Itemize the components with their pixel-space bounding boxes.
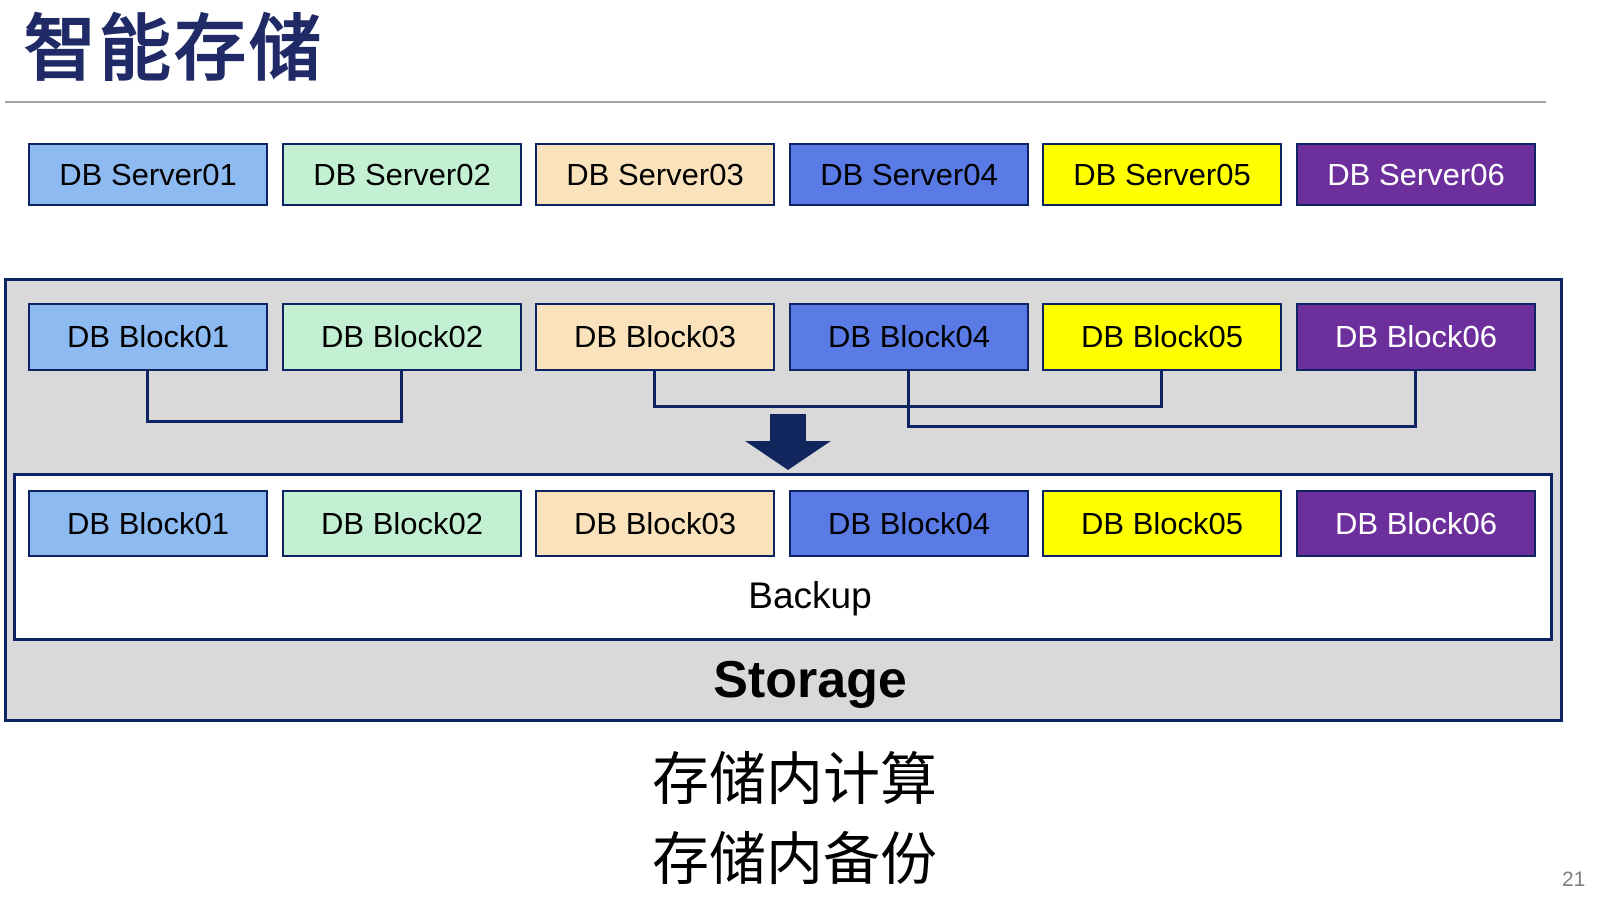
block-bottom-01: DB Block01 bbox=[28, 490, 268, 557]
block-bottom-03: DB Block03 bbox=[535, 490, 775, 557]
server-box-02: DB Server02 bbox=[282, 143, 522, 206]
connector-block04-down bbox=[907, 371, 910, 428]
caption-text: 存储内计算 存储内备份 bbox=[652, 740, 937, 900]
connector-block03-down bbox=[653, 371, 656, 408]
down-arrow-icon bbox=[745, 414, 831, 470]
connector-block01-block02 bbox=[146, 420, 403, 423]
server-box-01: DB Server01 bbox=[28, 143, 268, 206]
connector-block06-down bbox=[1414, 371, 1417, 428]
title-divider bbox=[5, 101, 1546, 103]
block-top-01: DB Block01 bbox=[28, 303, 268, 371]
storage-label: Storage bbox=[713, 651, 907, 709]
connector-block04-block06 bbox=[907, 425, 1417, 428]
page-number: 21 bbox=[1562, 868, 1586, 891]
block-top-05: DB Block05 bbox=[1042, 303, 1282, 371]
server-box-05: DB Server05 bbox=[1042, 143, 1282, 206]
block-bottom-06: DB Block06 bbox=[1296, 490, 1536, 557]
server-box-06: DB Server06 bbox=[1296, 143, 1536, 206]
backup-label: Backup bbox=[748, 575, 872, 616]
server-box-03: DB Server03 bbox=[535, 143, 775, 206]
block-top-04: DB Block04 bbox=[789, 303, 1029, 371]
block-top-06: DB Block06 bbox=[1296, 303, 1536, 371]
block-bottom-02: DB Block02 bbox=[282, 490, 522, 557]
block-top-02: DB Block02 bbox=[282, 303, 522, 371]
block-bottom-04: DB Block04 bbox=[789, 490, 1029, 557]
block-top-03: DB Block03 bbox=[535, 303, 775, 371]
connector-block05-down bbox=[1160, 371, 1163, 408]
block-bottom-05: DB Block05 bbox=[1042, 490, 1282, 557]
caption-line-2: 存储内备份 bbox=[652, 828, 937, 892]
caption-line-1: 存储内计算 bbox=[652, 748, 937, 812]
page-title: 智能存储 bbox=[24, 10, 325, 90]
connector-block01-down bbox=[146, 371, 149, 423]
connector-block02-down bbox=[400, 371, 403, 423]
server-box-04: DB Server04 bbox=[789, 143, 1029, 206]
